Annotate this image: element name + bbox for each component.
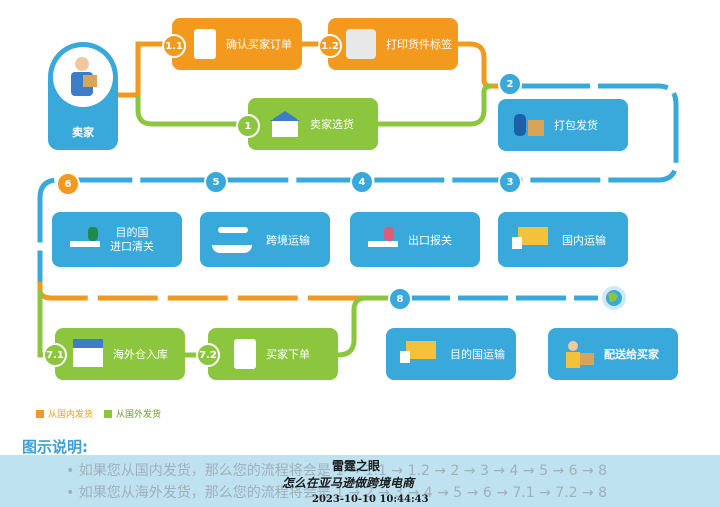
delivery-person-icon (564, 339, 594, 369)
cross-border-box: 跨境运输 (200, 212, 330, 267)
orange-to-8 (37, 282, 400, 301)
deliver-buyer-box: 配送给买家 (548, 328, 678, 380)
export-customs-label: 出口报关 (408, 233, 452, 247)
buyer-order-label: 买家下单 (266, 348, 310, 361)
overseas-warehouse-label: 海外仓入库 (113, 348, 168, 361)
deliver-buyer-label: 配送给买家 (604, 348, 659, 361)
step-3: 3 (498, 170, 522, 194)
step-1: 1 (236, 114, 260, 138)
person-icon (75, 57, 89, 71)
dest-transport-label: 目的国运输 (450, 348, 505, 361)
step-6: 6 (56, 172, 80, 196)
clipboard-icon (194, 29, 216, 59)
domestic-transport-label: 国内运输 (562, 233, 606, 247)
seller-avatar (53, 47, 113, 107)
confirm-order-label: 确认买家订单 (226, 38, 292, 51)
flow-lines (37, 41, 679, 358)
green-path-start (135, 95, 248, 127)
print-label-box: 打印货件标签 (328, 18, 458, 70)
cross-border-label: 跨境运输 (266, 233, 310, 247)
export-customs-box: 出口报关 (350, 212, 480, 267)
overseas-warehouse-icon (73, 339, 103, 369)
packing-icon (514, 110, 544, 140)
step-7-1: 7.1 (43, 343, 67, 367)
pack-ship-label: 打包发货 (554, 119, 598, 132)
watermark-line-2: 怎么在亚马逊做跨境电商 (282, 476, 415, 490)
step-4: 4 (350, 170, 374, 194)
confirm-order-box: 确认买家订单 (172, 18, 302, 70)
legend-domestic-swatch (36, 409, 44, 418)
step-8: 8 (388, 287, 412, 311)
step-5: 5 (204, 170, 228, 194)
watermark-band (0, 455, 720, 507)
printer-icon (346, 29, 376, 59)
legend-overseas-label: 从国外发货 (116, 410, 162, 420)
step-2: 2 (498, 72, 522, 96)
explanation-title: 图示说明: (22, 438, 88, 456)
seller-select-label: 卖家选货 (310, 118, 354, 131)
seller-node: 卖家 (48, 42, 118, 150)
legend-overseas: 从国外发货 (104, 407, 161, 420)
order-clipboard-icon (234, 339, 256, 369)
dest-customs-label: 目的国 进口清关 (110, 225, 154, 253)
export-desk-icon (368, 225, 398, 255)
step-1-1: 1.1 (162, 34, 186, 58)
seller-select-box: 卖家选货 (248, 98, 378, 150)
explanation-bullet-1: • 如果您从国内发货，那么您的流程将会是 1 → 1.1 → 1.2 → 2 →… (66, 463, 608, 479)
green-path-end (378, 83, 493, 127)
dest-transport-box: 目的国运输 (386, 328, 516, 380)
step-7-2: 7.2 (196, 343, 220, 367)
plane-ship-icon (212, 225, 256, 255)
green-72-to-8 (337, 295, 400, 358)
watermark-line-1: 雷霆之眼 (332, 459, 381, 473)
seller-label: 卖家 (72, 126, 94, 139)
dest-customs-box: 目的国 进口清关 (52, 212, 182, 267)
print-label-label: 打印货件标签 (386, 38, 452, 51)
buyer-order-box: 买家下单 (208, 328, 338, 380)
pack-ship-box: 打包发货 (498, 99, 628, 151)
orange-path-start (118, 41, 172, 98)
domestic-transport-box: 国内运输 (498, 212, 628, 267)
legend-domestic: 从国内发货 (36, 407, 93, 420)
legend-overseas-swatch (104, 409, 112, 418)
customs-desk-icon (70, 225, 100, 255)
dest-truck-icon (400, 339, 440, 369)
truck-icon (512, 225, 552, 255)
legend-domestic-label: 从国内发货 (48, 410, 94, 420)
explanation-bullet-2: • 如果您从海外发货，那么您的流程将会是 1 → 2 → 3 → 4 → 5 →… (66, 485, 608, 501)
step-1-2: 1.2 (318, 34, 342, 58)
overseas-warehouse-box: 海外仓入库 (55, 328, 185, 380)
warehouse-icon (270, 109, 300, 139)
blue-main-path (37, 83, 679, 300)
watermark-line-3: 2023-10-10 10:44:43 (312, 494, 429, 505)
